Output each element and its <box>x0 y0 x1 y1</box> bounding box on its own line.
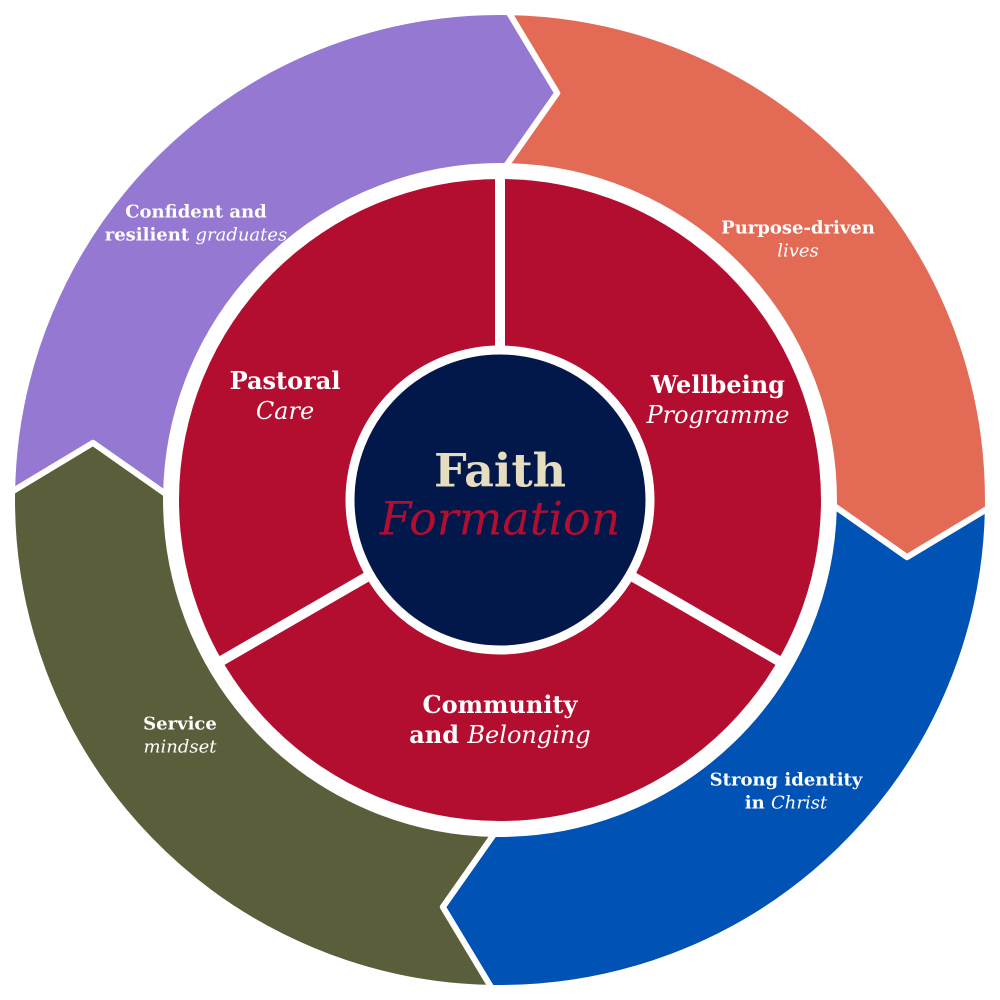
outer-label-confident-graduates: Confident and resilient graduates <box>104 201 288 246</box>
outer-arrow-segment-strong-identity <box>439 502 991 991</box>
inner-divider-1 <box>618 565 789 670</box>
inner-divider-2 <box>211 565 382 670</box>
outer-arrow-segment-purpose-driven <box>502 9 991 561</box>
outer-arrow-segment-service-mindset <box>9 439 498 991</box>
outer-arrow-segment-confident-graduates <box>9 9 561 498</box>
inner-label-community-belonging: Community and Belonging <box>409 690 591 749</box>
center-title: Faith Formation <box>379 443 621 546</box>
center-circle <box>345 345 655 655</box>
outer-label-strong-identity: Strong identity in Christ <box>709 769 863 814</box>
center-title-formation: Formation <box>379 492 621 546</box>
center-title-faith: Faith <box>433 443 567 498</box>
